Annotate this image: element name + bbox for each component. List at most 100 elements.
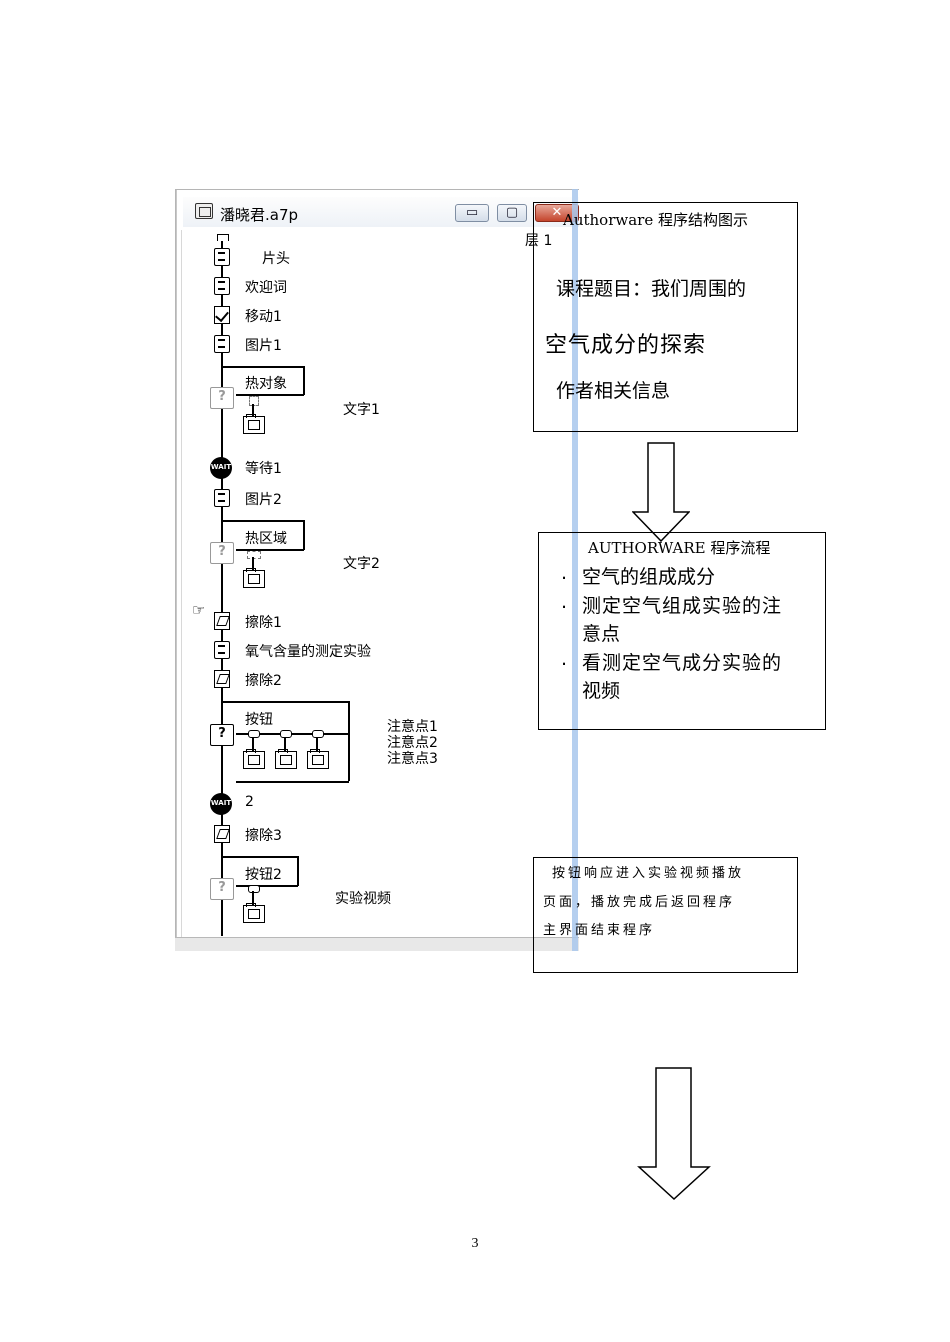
motion-icon[interactable]: [214, 306, 230, 324]
flow-item-welcome[interactable]: 欢迎词: [245, 280, 287, 296]
hand-pointer-icon: ☞: [192, 601, 206, 619]
branch-line: [316, 737, 318, 751]
display-icon[interactable]: [214, 277, 230, 295]
main-flowline: [221, 236, 223, 936]
page-number: 3: [471, 1236, 479, 1251]
box2-bullet-3-cont: 视频: [582, 680, 621, 702]
down-arrow-icon: [632, 442, 690, 542]
button-response-icon[interactable]: [280, 730, 292, 738]
flow-item-title[interactable]: 片头: [262, 251, 290, 267]
interaction-loop-top: [222, 366, 304, 368]
branch-line: [252, 891, 254, 905]
box1-author-info: 作者相关信息: [556, 380, 671, 402]
flow-item-hot-object[interactable]: 热对象: [245, 376, 287, 392]
flow-item-note2[interactable]: 注意点2: [387, 735, 438, 751]
close-icon: ✕: [551, 205, 563, 220]
flow-item-video[interactable]: 实验视频: [335, 891, 391, 907]
interaction-branch-line: [236, 885, 298, 887]
erase-icon[interactable]: [214, 825, 230, 843]
erase-icon[interactable]: [214, 670, 230, 688]
interaction-loop-top: [222, 520, 304, 522]
flow-item-wait1[interactable]: 等待1: [245, 461, 282, 477]
wait-icon[interactable]: WAIT: [210, 457, 232, 479]
interaction-branch-line: [236, 394, 304, 396]
flow-item-wait2[interactable]: 2: [245, 794, 254, 810]
flow-item-erase2[interactable]: 擦除2: [245, 673, 282, 689]
window-inner-border: [181, 230, 182, 940]
button-response-icon[interactable]: [312, 730, 324, 738]
info-box-video: [533, 857, 798, 973]
flow-item-text1[interactable]: 文字1: [343, 402, 380, 418]
layer-label: 层 1: [525, 233, 553, 249]
interaction-loop-right: [348, 701, 350, 781]
hot-area-response-icon[interactable]: [247, 551, 261, 559]
maximize-button[interactable]: ▢: [497, 204, 527, 222]
interaction-icon[interactable]: ?: [210, 724, 234, 746]
minimize-icon: ▭: [465, 205, 479, 220]
box2-header: AUTHORWARE 程序流程: [588, 539, 771, 557]
box3-line-1: 按钮响应进入实验视频播放: [552, 866, 745, 881]
display-icon[interactable]: [214, 489, 230, 507]
map-icon[interactable]: [243, 568, 265, 588]
flow-item-note3[interactable]: 注意点3: [387, 751, 438, 767]
map-icon[interactable]: [243, 903, 265, 923]
branch-line: [284, 737, 286, 751]
box2-bullet-dot: .: [561, 591, 568, 613]
interaction-branch-line: [236, 549, 304, 551]
hot-object-response-icon[interactable]: [249, 396, 259, 406]
interaction-return-line: [236, 781, 349, 783]
button-response-icon[interactable]: [248, 885, 260, 893]
box3-line-3: 主界面结束程序: [543, 923, 656, 938]
flow-item-picture1[interactable]: 图片1: [245, 338, 282, 354]
window-scrollbar[interactable]: [175, 937, 579, 951]
app-icon: [195, 203, 213, 219]
flow-item-note1[interactable]: 注意点1: [387, 719, 438, 735]
maximize-icon: ▢: [505, 205, 519, 220]
box2-bullet-1: 空气的组成成分: [582, 566, 716, 588]
flow-item-move1[interactable]: 移动1: [245, 309, 282, 325]
map-icon[interactable]: [243, 414, 265, 434]
box3-line-2: 页面，播放完成后返回程序: [543, 895, 736, 910]
branch-line: [252, 737, 254, 751]
branch-line: [252, 404, 254, 416]
flow-item-oxygen-experiment[interactable]: 氧气含量的测定实验: [245, 644, 371, 660]
display-icon[interactable]: [214, 641, 230, 659]
erase-icon[interactable]: [214, 612, 230, 630]
map-icon[interactable]: [307, 749, 329, 769]
down-arrow-icon: [637, 1067, 711, 1201]
close-button[interactable]: ✕: [535, 204, 579, 222]
box2-bullet-dot: .: [561, 648, 568, 670]
interaction-branch-line: [236, 733, 349, 735]
interaction-loop-top: [222, 701, 349, 703]
flow-item-button[interactable]: 按钮: [245, 712, 273, 728]
flow-item-button2[interactable]: 按钮2: [245, 867, 282, 883]
interaction-loop-right: [303, 520, 305, 550]
box2-bullet-3: 看测定空气成分实验的: [582, 652, 783, 674]
box2-bullet-2: 测定空气组成实验的注: [582, 595, 783, 617]
info-box-course: [533, 202, 798, 432]
authorware-window: [175, 189, 579, 951]
interaction-loop-right: [303, 366, 305, 395]
box1-header: Authorware 程序结构图示: [563, 211, 748, 229]
interaction-loop-right: [297, 856, 299, 886]
map-icon[interactable]: [243, 749, 265, 769]
interaction-icon[interactable]: ?: [210, 878, 234, 900]
window-title: 潘晓君.a7p: [220, 206, 299, 224]
minimize-button[interactable]: ▭: [455, 204, 489, 222]
box2-bullet-dot: .: [561, 562, 568, 584]
flow-item-hot-area[interactable]: 热区域: [245, 531, 287, 547]
display-icon[interactable]: [214, 335, 230, 353]
display-icon[interactable]: [214, 248, 230, 266]
button-response-icon[interactable]: [248, 730, 260, 738]
flow-item-text2[interactable]: 文字2: [343, 556, 380, 572]
map-icon[interactable]: [275, 749, 297, 769]
interaction-icon[interactable]: ?: [210, 542, 234, 564]
wait-icon[interactable]: WAIT: [210, 793, 232, 815]
flow-item-picture2[interactable]: 图片2: [245, 492, 282, 508]
interaction-icon[interactable]: ?: [210, 387, 234, 409]
blue-divider: [572, 189, 578, 951]
interaction-loop-top: [222, 856, 298, 858]
box1-course-subtitle: 空气成分的探索: [545, 333, 707, 358]
flow-item-erase3[interactable]: 擦除3: [245, 828, 282, 844]
flow-item-erase1[interactable]: 擦除1: [245, 615, 282, 631]
